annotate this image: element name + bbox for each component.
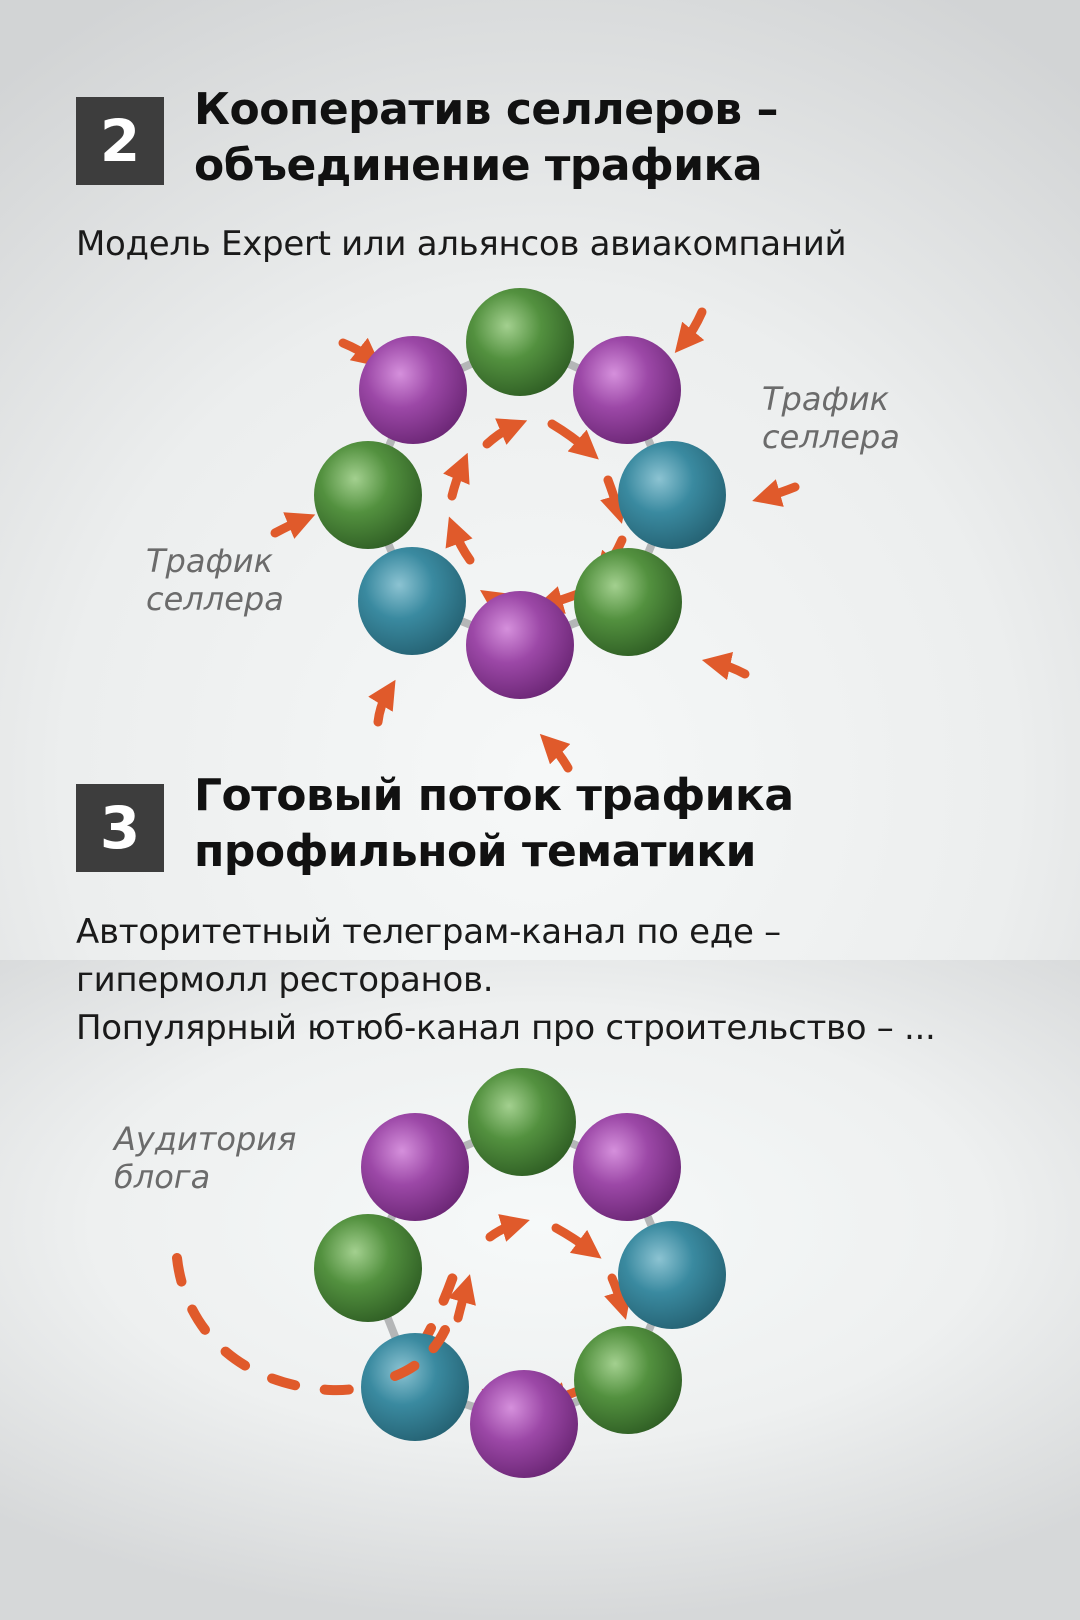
section-title: Кооператив селлеров – объединение трафик…	[194, 82, 778, 194]
node-purple	[359, 336, 467, 444]
description-line: гипермолл ресторанов.	[76, 960, 494, 1000]
node-purple	[470, 1370, 578, 1478]
node-green	[574, 1326, 682, 1434]
node-purple	[361, 1113, 469, 1221]
title-line: объединение трафика	[194, 140, 763, 191]
title-line: Готовый поток трафика	[194, 770, 794, 821]
node-purple	[466, 591, 574, 699]
description-line: Авторитетный телеграм-канал по еде –	[76, 912, 781, 952]
section-subtitle: Модель Expert или альянсов авиакомпаний	[76, 224, 847, 264]
background-lower	[0, 960, 1080, 1620]
label-line: блога	[114, 1158, 211, 1196]
label-line: Трафик	[762, 380, 889, 418]
incoming-traffic-arrows	[270, 307, 800, 773]
node-green	[466, 288, 574, 396]
description-line: Популярный ютюб-канал про строительство …	[76, 1008, 936, 1048]
section-number-badge: 3	[76, 784, 164, 872]
node-teal	[358, 547, 466, 655]
node-purple	[573, 336, 681, 444]
audience-dashed-path-overlay	[390, 1325, 450, 1381]
node-teal	[618, 441, 726, 549]
node-green	[574, 548, 682, 656]
blog-audience-label: Аудитория блога	[114, 1120, 296, 1196]
seller-traffic-label-left: Трафик селлера	[146, 542, 284, 618]
node-green	[468, 1068, 576, 1176]
seller-traffic-label-right: Трафик селлера	[762, 380, 900, 456]
section-description: Авторитетный телеграм-канал по еде – гип…	[76, 908, 936, 1052]
diagram-seller-cooperative	[270, 288, 800, 773]
label-line: Трафик	[146, 542, 273, 580]
label-line: Аудитория	[114, 1120, 297, 1158]
title-line: Кооператив селлеров –	[194, 84, 778, 135]
title-line: профильной тематики	[194, 826, 756, 877]
node-green	[314, 1214, 422, 1322]
label-line: селлера	[146, 580, 284, 618]
node-purple	[573, 1113, 681, 1221]
node-teal	[618, 1221, 726, 1329]
label-line: селлера	[762, 418, 900, 456]
node-teal	[361, 1333, 469, 1441]
node-green	[314, 441, 422, 549]
audience-dashed-path	[172, 1253, 463, 1396]
section-title: Готовый поток трафика профильной тематик…	[194, 768, 794, 880]
section-number-badge: 2	[76, 97, 164, 185]
diagram-blog-audience	[172, 1068, 726, 1478]
